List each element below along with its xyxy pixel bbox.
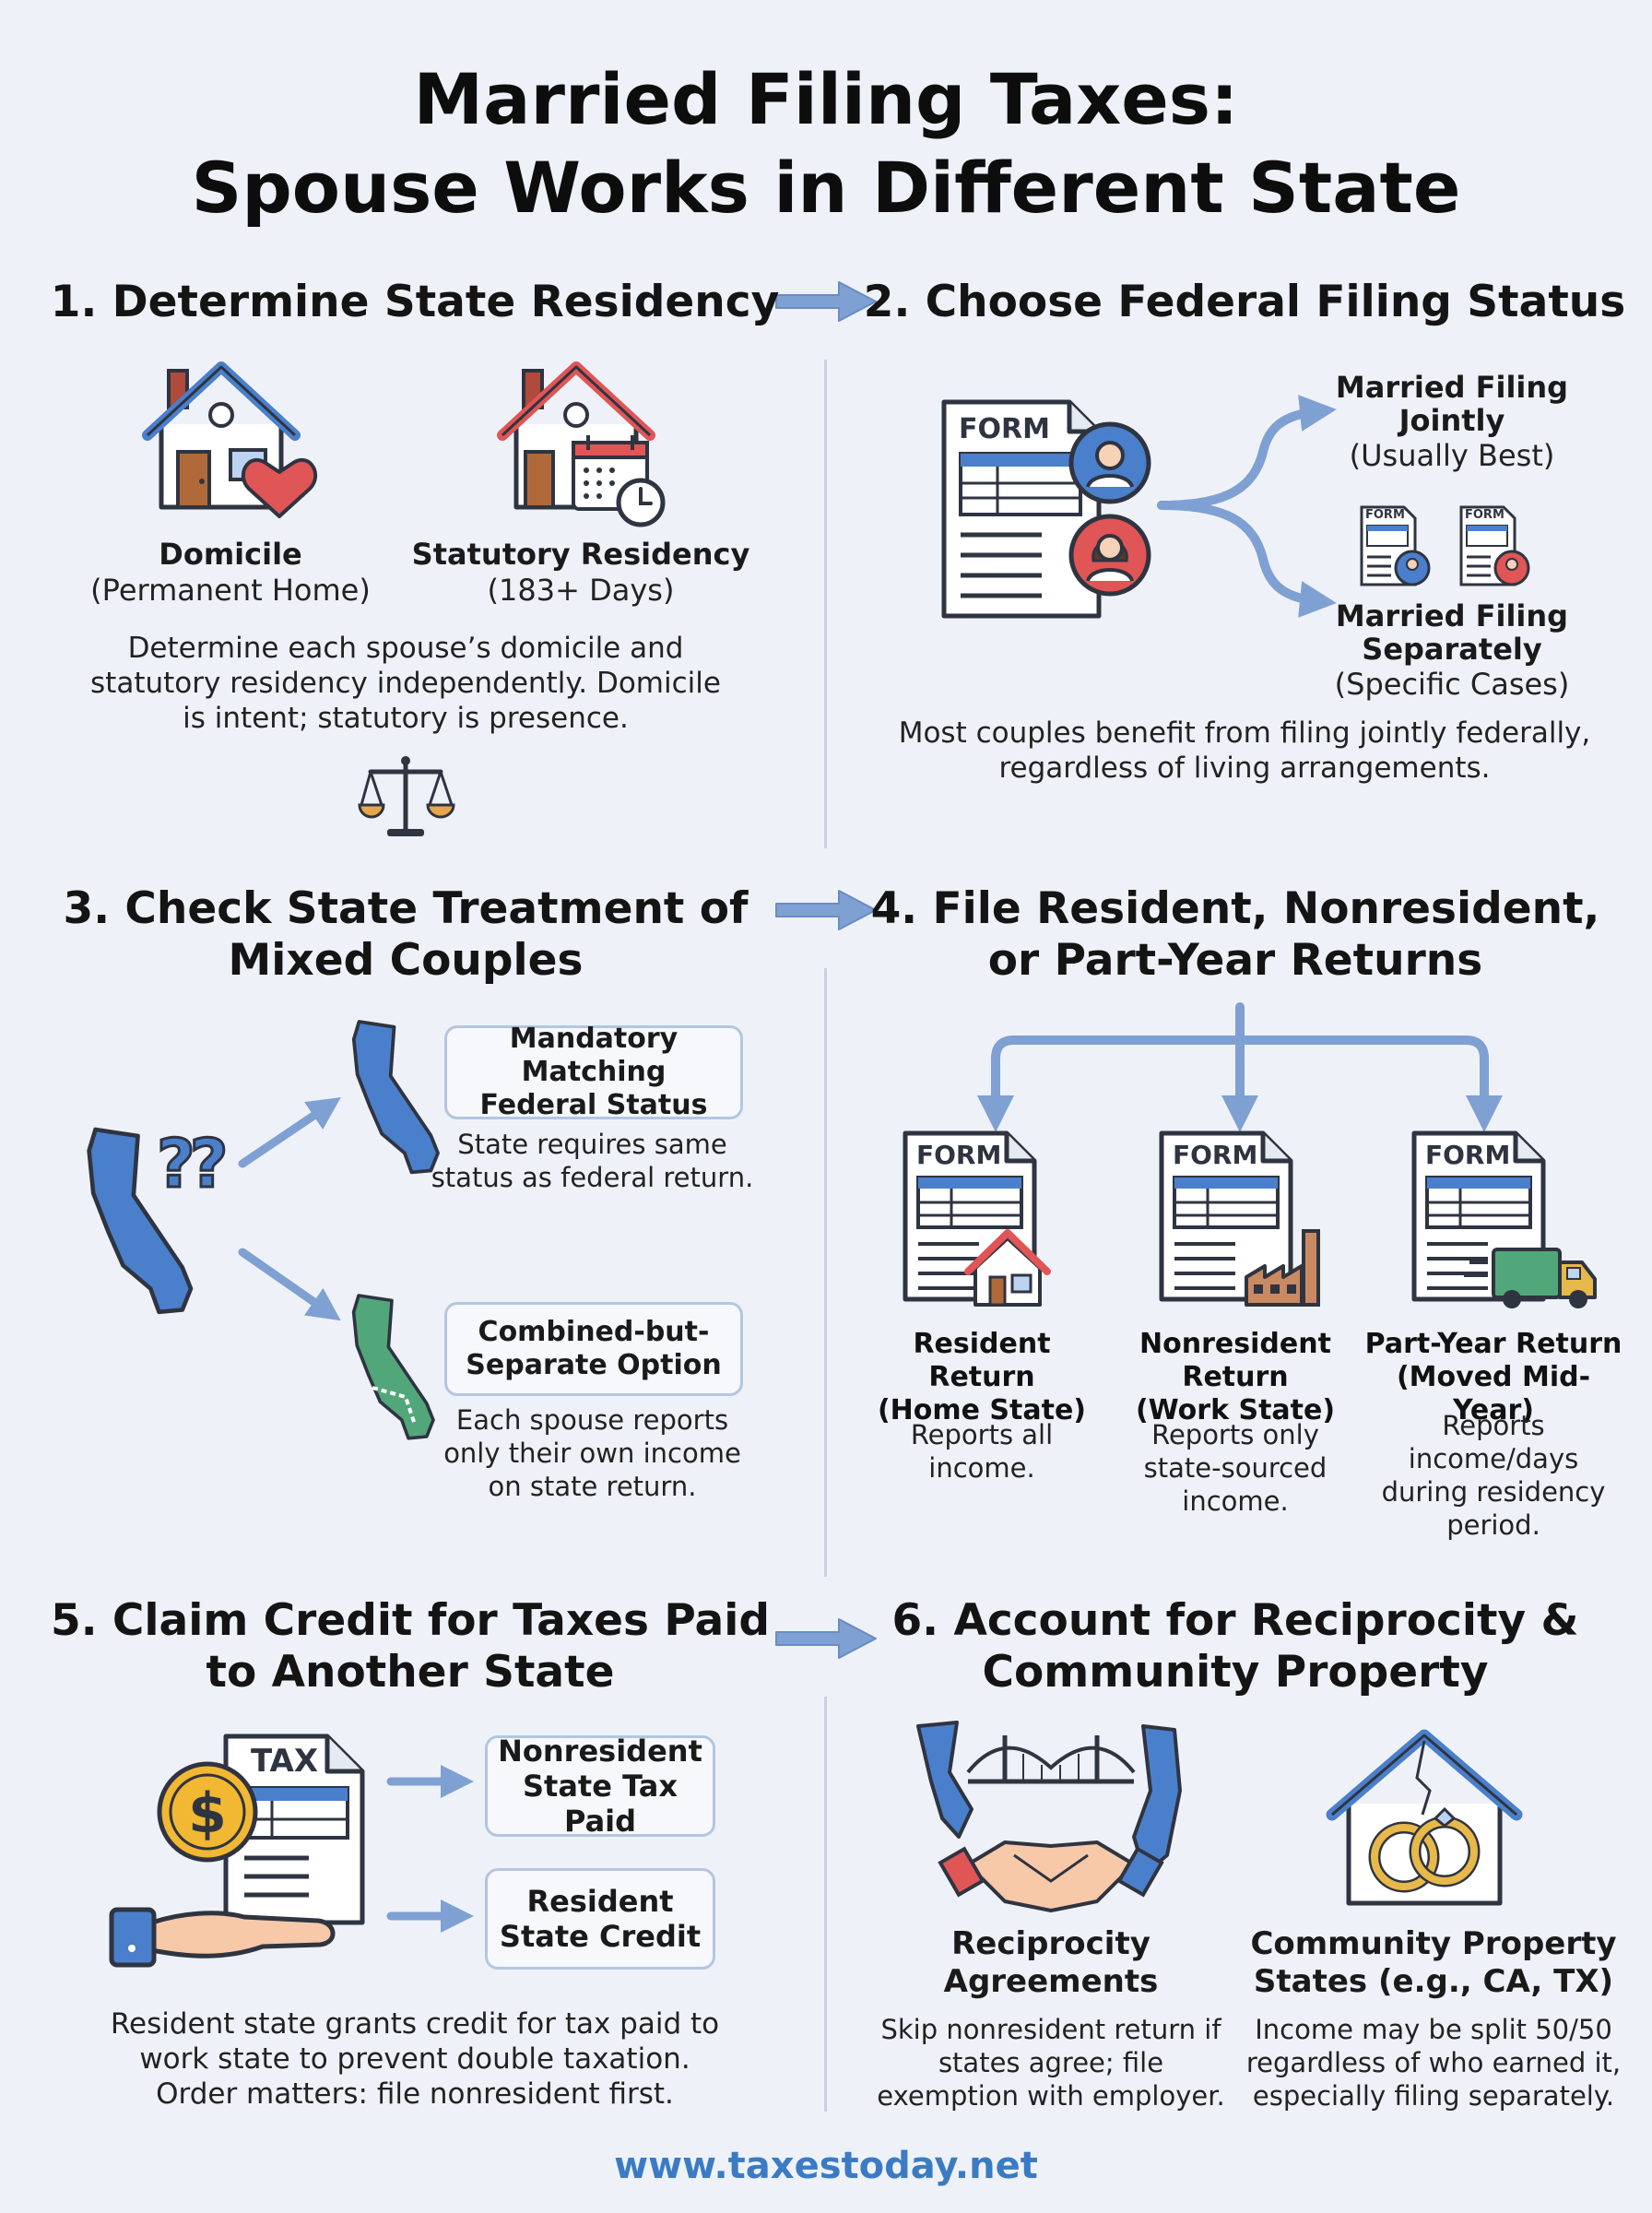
section4-title: 4. File Resident, Nonresident, or Part-Y… [870,883,1600,986]
nonresident-desc: Reports only state-sourced income. [1143,1419,1328,1517]
partyear-desc: Reports income/days during residency per… [1381,1410,1606,1541]
scales-icon [358,756,455,836]
nonresident-tax-box: Nonresident State Tax Paid [485,1734,715,1839]
split-arrow-icon [1157,395,1337,618]
arrow-to-res-icon [386,1899,474,1933]
community-desc: Income may be split 50/50 regardless of … [1245,2014,1622,2112]
domicile-label: Domicile [159,537,302,572]
separately-label: Married Filing Separately [1335,598,1569,667]
nonresident-title: Nonresident Return (Work State) [1135,1328,1336,1426]
partyear-title: Part-Year Return (Moved Mid-Year) [1364,1328,1622,1426]
bridge-handshake-icon [916,1721,1182,1912]
statutory-sub: (183+ Days) [487,573,675,608]
community-title: Community Property States (e.g., CA, TX) [1250,1925,1617,2000]
arrow-to-nonres-icon [386,1765,474,1798]
separately-sub: (Specific Cases) [1334,667,1570,702]
divider-row3 [824,1697,827,2112]
mandatory-box: Mandatory Matching Federal Status [444,1023,743,1121]
section5-body: Resident state grants credit for tax pai… [110,2007,720,2111]
section6-title: 6. Account for Reciprocity & Community P… [891,1595,1579,1698]
dollar-sign: $ [188,1781,227,1846]
partyear-form-icon [1410,1130,1597,1308]
tax-label: TAX [251,1743,319,1780]
mini-form-label-1: FORM [1365,508,1405,522]
question-marks: ?? [156,1124,230,1204]
california-split-icon [351,1294,435,1440]
domicile-sub: (Permanent Home) [90,573,371,608]
combined-box: Combined-but- Separate Option [444,1302,743,1396]
resident-title: Resident Return (Home State) [877,1328,1087,1426]
house-calendar-icon [497,361,666,527]
section2-title: 2. Choose Federal Filing Status [863,277,1626,327]
house-rings-icon [1326,1729,1523,1906]
row1-arrow-icon [775,281,877,322]
section3-title: 3. Check State Treatment of Mixed Couple… [63,883,749,986]
footer-link[interactable]: www.taxestoday.net [614,2145,1038,2187]
partyear-form-label: FORM [1425,1140,1511,1170]
jointly-sub: (Usually Best) [1349,438,1555,473]
section1-title: 1. Determine State Residency [50,277,780,327]
row3-arrow-icon [775,1618,877,1659]
nonresident-form-label: FORM [1173,1140,1258,1170]
section5-title: 5. Claim Credit for Taxes Paid to Anothe… [51,1595,770,1698]
section2-body: Most couples benefit from filing jointly… [898,716,1591,785]
three-way-arrow-icon [977,1002,1503,1132]
mini-form-label-2: FORM [1465,508,1504,522]
row2-arrow-icon [775,890,877,930]
statutory-label: Statutory Residency [411,537,750,572]
divider-row1 [824,360,827,848]
combined-desc: Each spouse reports only their own incom… [443,1404,741,1502]
federal-form-icon [941,399,1151,619]
resident-desc: Reports all income. [910,1419,1054,1484]
mini-form-woman-icon [1459,505,1530,586]
resident-credit-box: Resident State Credit [485,1868,715,1970]
tax-form-hand-icon [109,1734,365,1968]
federal-form-label: FORM [959,413,1050,445]
resident-form-label: FORM [916,1140,1002,1170]
reciprocity-desc: Skip nonresident return if states agree;… [877,2014,1225,2112]
nonresident-form-icon [1158,1130,1320,1307]
section1-body: Determine each spouse’s domicile and sta… [90,632,721,735]
arrow-to-combined-icon [238,1248,341,1321]
mini-form-man-icon [1360,505,1431,586]
jointly-label: Married Filing Jointly [1335,370,1569,438]
mandatory-desc: State requires same status as federal re… [431,1129,754,1193]
page-title: Married Filing Taxes: Spouse Works in Di… [191,58,1461,229]
house-heart-icon [142,361,317,518]
resident-form-icon [902,1130,1051,1307]
reciprocity-title: Reciprocity Agreements [943,1925,1159,2000]
arrow-to-mandatory-icon [238,1096,341,1168]
divider-row2 [824,968,827,1577]
